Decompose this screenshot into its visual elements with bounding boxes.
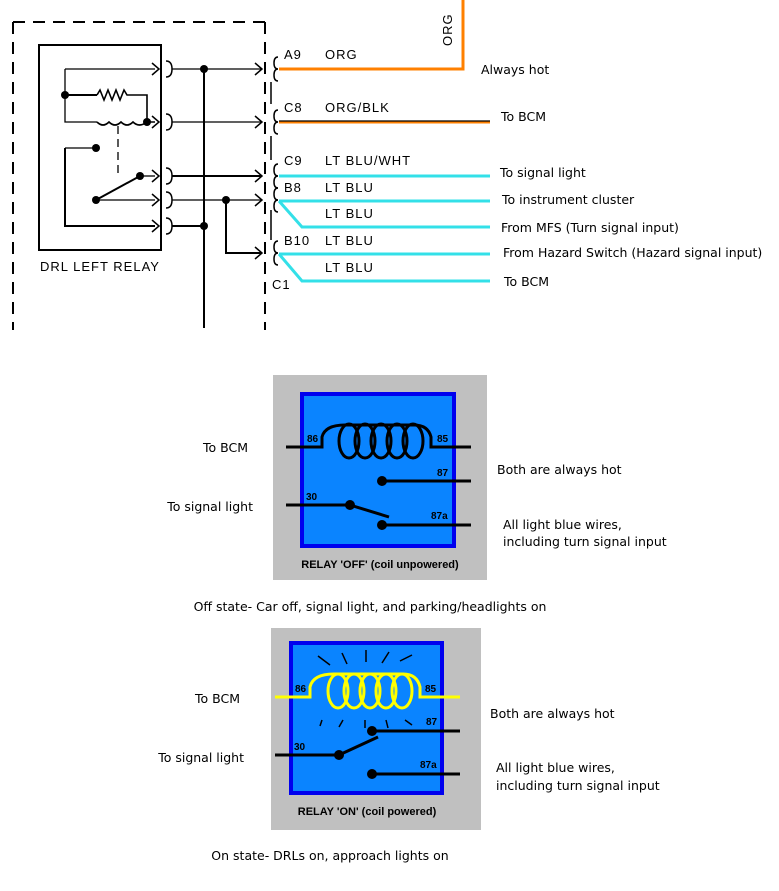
wire-description: To instrument cluster bbox=[501, 192, 635, 207]
switch-arm bbox=[338, 735, 379, 757]
module-enclosure bbox=[12, 21, 266, 330]
label-turn-signal-input: including turn signal input bbox=[496, 778, 660, 793]
pin-85-label: 85 bbox=[437, 434, 449, 445]
contact-87 bbox=[367, 726, 377, 736]
pin-86-label: 86 bbox=[307, 434, 319, 445]
relay-body bbox=[289, 641, 444, 795]
pin-87-label: 87 bbox=[437, 468, 449, 479]
relay-caption: RELAY 'OFF' (coil unpowered) bbox=[301, 559, 459, 571]
contact-87a bbox=[377, 520, 387, 530]
relay-box bbox=[38, 44, 162, 251]
label-always-hot: Both are always hot bbox=[490, 706, 615, 721]
wire-description: From Hazard Switch (Hazard signal input) bbox=[503, 245, 762, 260]
junction-dot bbox=[92, 196, 100, 204]
junction-dot bbox=[61, 91, 69, 99]
label-to-signal-light: To signal light bbox=[157, 750, 244, 765]
connector-label: C1 bbox=[272, 277, 291, 292]
pin-30-label: 30 bbox=[294, 742, 306, 753]
wire-color-label: ORG bbox=[325, 47, 358, 62]
label-to-bcm: To BCM bbox=[202, 440, 248, 455]
wire-color-label: LT BLU bbox=[325, 233, 374, 248]
wire-color-label: LT BLU bbox=[325, 206, 374, 221]
wire-a9-org bbox=[279, 0, 465, 71]
off-state-description: Off state- Car off, signal light, and pa… bbox=[194, 599, 547, 614]
wire-description: From MFS (Turn signal input) bbox=[501, 220, 679, 235]
contact-87a bbox=[367, 769, 377, 779]
label-always-hot: Both are always hot bbox=[497, 462, 622, 477]
pin-87a-label: 87a bbox=[431, 511, 448, 522]
schematic: DRL LEFT RELAY ORG A9 ORG Always hot C8 … bbox=[12, 0, 762, 330]
wire-description: Always hot bbox=[481, 62, 549, 77]
relay-off-coil bbox=[286, 422, 471, 460]
relay-off-diagram: 86 85 87 30 87a RELAY 'OFF' (coil unpowe… bbox=[166, 375, 667, 614]
relay-on-coil bbox=[275, 672, 460, 710]
pin-label: A9 bbox=[284, 47, 302, 62]
pin-label: C9 bbox=[284, 153, 303, 168]
relay-label: DRL LEFT RELAY bbox=[40, 259, 160, 274]
on-state-description: On state- DRLs on, approach lights on bbox=[211, 848, 448, 863]
pin-label: C8 bbox=[284, 100, 303, 115]
label-to-bcm: To BCM bbox=[194, 691, 240, 706]
label-light-blue-wires: All light blue wires, bbox=[503, 517, 622, 532]
wire-description: To BCM bbox=[503, 274, 549, 289]
relay-caption: RELAY 'ON' (coil powered) bbox=[298, 806, 437, 818]
contact-30 bbox=[334, 750, 344, 760]
external-wires bbox=[277, 0, 490, 283]
pin-label: B10 bbox=[284, 233, 310, 248]
junction-dot bbox=[143, 118, 151, 126]
wire-color-label: LT BLU/WHT bbox=[325, 153, 411, 168]
wire-to-bcm bbox=[277, 253, 490, 283]
relay-internals bbox=[64, 68, 155, 227]
wire-color-label: LT BLU bbox=[325, 260, 374, 275]
wire-mfs bbox=[277, 200, 490, 229]
pin-label: B8 bbox=[284, 180, 302, 195]
label-light-blue-wires: All light blue wires, bbox=[496, 760, 615, 775]
pin-87-label: 87 bbox=[426, 717, 438, 728]
wire-description: To signal light bbox=[499, 165, 586, 180]
connectors bbox=[151, 56, 279, 266]
wire-color-label: ORG/BLK bbox=[325, 100, 390, 115]
junction-dot bbox=[136, 172, 144, 180]
energized-rays bbox=[317, 650, 413, 729]
relay-on-diagram: 86 85 87 30 87a RELAY 'ON' (coil powered… bbox=[157, 628, 660, 863]
contact-30 bbox=[345, 500, 355, 510]
wire-color-label: LT BLU bbox=[325, 180, 374, 195]
pin-87a-label: 87a bbox=[420, 760, 437, 771]
pin-86-label: 86 bbox=[295, 684, 307, 695]
junction-dot bbox=[92, 144, 100, 152]
pin-30-label: 30 bbox=[306, 492, 318, 503]
contact-87 bbox=[377, 476, 387, 486]
vertical-wire-label: ORG bbox=[440, 13, 455, 46]
switch-arm bbox=[349, 503, 390, 519]
relay-body bbox=[300, 392, 456, 548]
label-to-signal-light: To signal light bbox=[166, 499, 253, 514]
label-turn-signal-input: including turn signal input bbox=[503, 534, 667, 549]
pin-85-label: 85 bbox=[425, 684, 437, 695]
module-wires bbox=[172, 68, 262, 328]
wire-description: To BCM bbox=[500, 109, 546, 124]
